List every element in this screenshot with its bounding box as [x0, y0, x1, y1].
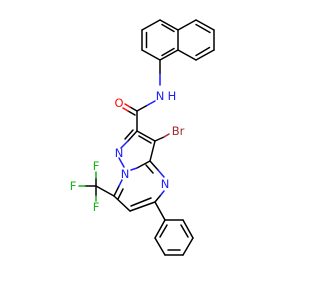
atom-label-amide-h: H [168, 89, 177, 103]
phenyl-group [154, 201, 194, 256]
molecule-svg: O N H Br N N N F F F [70, 19, 215, 256]
atom-label-bridgehead-n: N [121, 167, 130, 181]
atom-label-fluorine-left: F [70, 179, 77, 193]
molecule-structure-diagram: O N H Br N N N F F F [70, 19, 215, 256]
amide-group [122, 59, 161, 132]
atom-label-fluorine-bottom: F [93, 200, 100, 214]
trifluoromethyl-group [78, 171, 115, 202]
pyrazolopyrimidine-core [113, 129, 170, 212]
atom-label-amide-n: N [156, 89, 165, 103]
atom-label-bromine: Br [172, 124, 185, 138]
naphthalene-group [141, 19, 215, 61]
atom-label-fluorine-top: F [93, 159, 100, 173]
atom-labels: O N H Br N N N F F F [70, 89, 185, 214]
atom-label-pyrazole-n: N [115, 146, 124, 160]
atom-label-pyrimidine-n: N [161, 177, 170, 191]
atom-label-oxygen: O [114, 96, 123, 110]
